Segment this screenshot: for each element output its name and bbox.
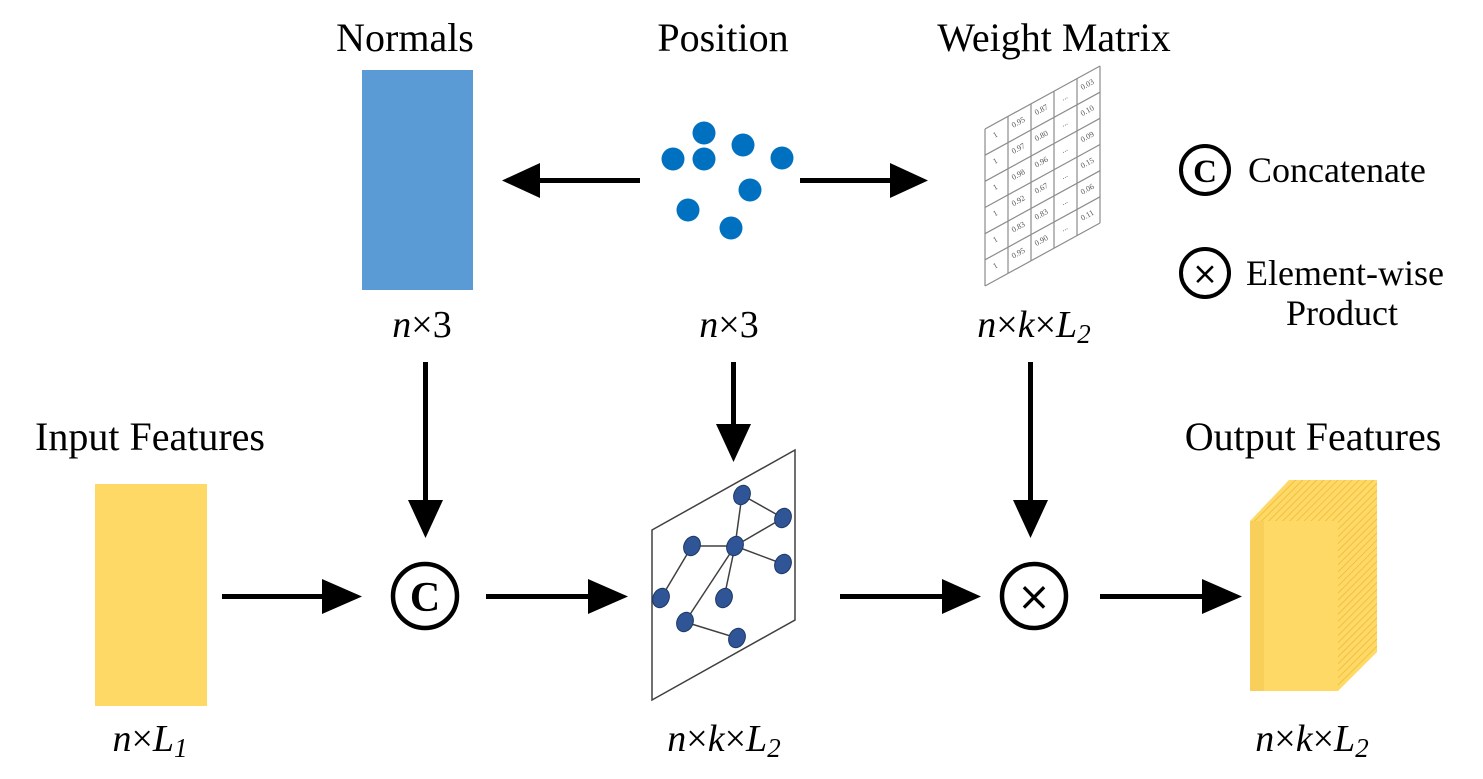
weight-matrix-gridline: [984, 117, 1101, 182]
product-operator: ×: [999, 561, 1069, 631]
position-point: [770, 146, 794, 170]
weight-matrix-cell: ...: [1060, 92, 1070, 103]
normals-dim-label: n×3: [392, 304, 452, 346]
position-point: [719, 216, 743, 240]
arrows: [222, 163, 1242, 614]
weight-matrix-cell: 0.03: [1079, 77, 1096, 92]
weight-matrix-cell: 0.15: [1079, 156, 1096, 171]
weight-matrix-cell: 0.09: [1079, 130, 1096, 145]
weight-matrix-cell: 0.83: [1033, 207, 1050, 222]
position-point: [661, 147, 685, 171]
position-point: [692, 121, 716, 145]
graph-node: [676, 611, 694, 633]
concat-operator: C: [390, 561, 460, 631]
graph-node: [726, 535, 744, 557]
position-dim-label: n×3: [699, 304, 759, 346]
weight-matrix-cell: 0.10: [1079, 103, 1096, 118]
graph-node: [683, 535, 701, 557]
output-features-title: Output Features: [1184, 414, 1442, 459]
output-features-block: [1250, 480, 1377, 691]
weight-matrix-cell: ...: [1060, 118, 1070, 129]
weight-matrix-cell: 1: [991, 182, 999, 192]
weight-matrix-gridline: [984, 170, 1101, 235]
weight-matrix-title: Weight Matrix: [937, 15, 1171, 60]
legend-concat-label: Concatenate: [1248, 150, 1426, 190]
position-point: [692, 147, 716, 171]
weight-matrix-cell: 0.95: [1010, 246, 1027, 261]
normals-block: [362, 70, 473, 290]
weight-matrix-cell: ...: [1060, 223, 1070, 234]
weight-matrix-cell: 1: [991, 208, 999, 218]
svg-text:C: C: [410, 575, 440, 621]
normals-title: Normals: [336, 15, 474, 60]
graph-node: [774, 507, 792, 529]
weight-matrix-cell: 0.98: [1010, 167, 1027, 182]
weight-matrix-gridline: [984, 222, 1101, 287]
position-point: [676, 198, 700, 222]
weight-matrix-cell: 0.96: [1033, 155, 1050, 170]
weight-matrix-cell: 1: [991, 130, 999, 140]
weight-matrix-cell: 0.11: [1079, 208, 1095, 222]
position-point: [731, 133, 755, 157]
position-point-cloud: [661, 121, 794, 240]
legend-product-label: Element-wise Product: [1246, 253, 1444, 333]
weight-matrix-cell: 0.95: [1010, 115, 1027, 130]
output-features-dim-label: n×k×L2: [1255, 718, 1369, 763]
graph-node: [652, 587, 670, 609]
input-features-dim-label: n×L1: [112, 718, 188, 763]
weight-matrix-cell: 0.97: [1010, 141, 1027, 156]
output-block-front: [1250, 521, 1338, 691]
weight-matrix-gridline: [984, 91, 1101, 156]
output-block-top: [1250, 480, 1377, 521]
input-features-title: Input Features: [35, 414, 265, 459]
weight-matrix-dim-label: n×k×L2: [977, 304, 1091, 349]
legend-product-icon: ×: [1179, 247, 1231, 299]
weight-matrix-cell: 0.90: [1033, 233, 1050, 248]
weight-matrix-gridline: [984, 196, 1101, 261]
svg-text:×: ×: [1017, 574, 1051, 620]
graph-nodes: [652, 484, 792, 649]
weight-matrix-cell: 0.87: [1033, 102, 1050, 117]
weight-matrix-cell: 1: [991, 235, 999, 245]
weight-matrix-cell: 0.06: [1079, 182, 1096, 197]
weight-matrix-cell: 0.67: [1033, 181, 1050, 196]
weight-matrix-gridline: [984, 143, 1101, 209]
svg-text:C: C: [1193, 154, 1217, 190]
graph-node: [715, 587, 733, 609]
svg-text:×: ×: [1192, 256, 1218, 292]
output-block-side: [1338, 480, 1377, 691]
weight-matrix-cell: ...: [1060, 170, 1070, 181]
weight-matrix-cell: 1: [991, 156, 999, 166]
graph-dim-label: n×k×L2: [667, 718, 781, 763]
graph-node: [733, 484, 751, 506]
weight-matrix-cell: ...: [1060, 196, 1070, 207]
weight-matrix-cell: ...: [1060, 144, 1070, 155]
graph-node: [728, 627, 746, 649]
legend-concat-icon: C: [1179, 144, 1231, 196]
position-title: Position: [657, 15, 789, 60]
weight-matrix-cell: 0.92: [1010, 193, 1027, 208]
graph-node: [774, 553, 792, 575]
position-point: [738, 178, 762, 202]
weight-matrix-values: 1 0.95 0.87... 0.03 1 0.97 0.80... 0.10 1 0.98 0.9…: [991, 77, 1095, 270]
input-features-block: [95, 484, 207, 706]
graph-plane: [651, 448, 796, 702]
weight-matrix-cell: 0.80: [1033, 129, 1050, 144]
weight-matrix-cell: 0.83: [1010, 220, 1027, 235]
weight-matrix-grid: [984, 65, 1101, 287]
weight-matrix-gridline: [984, 65, 1101, 130]
weight-matrix-cell: 1: [991, 261, 999, 271]
